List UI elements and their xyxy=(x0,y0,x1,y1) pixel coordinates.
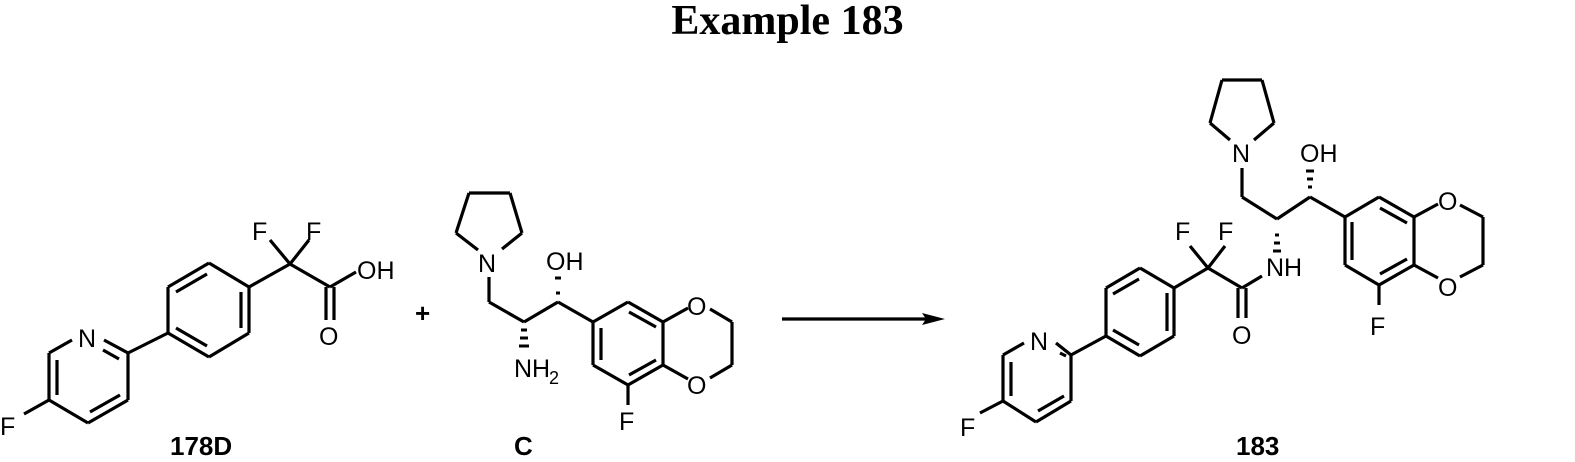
atom-N: N xyxy=(478,250,496,278)
atom-F: F xyxy=(1370,313,1385,341)
atom-N: N xyxy=(78,325,96,353)
compound-label-183: 183 xyxy=(1236,431,1279,461)
atom-N: N xyxy=(1232,140,1250,168)
page-title: Example 183 xyxy=(671,0,904,44)
atom-OH: OH xyxy=(1300,140,1338,168)
atom-F: F xyxy=(960,414,975,442)
atom-F: F xyxy=(0,413,15,441)
atom-O: O xyxy=(1232,322,1251,350)
atom-F: F xyxy=(1218,218,1233,246)
compound-C: N NH 2 OH F O O C xyxy=(454,191,734,461)
atom-OH: OH xyxy=(357,257,395,285)
atom-O: O xyxy=(1438,274,1457,302)
atom-N: N xyxy=(1030,328,1048,356)
compound-label-C: C xyxy=(514,431,533,461)
atom-F: F xyxy=(1175,218,1190,246)
atom-NH2: NH xyxy=(514,355,550,383)
reaction-arrow xyxy=(782,313,945,325)
atom-NH: NH xyxy=(1266,254,1302,282)
plus-sign: + xyxy=(415,298,430,328)
atom-F: F xyxy=(306,218,321,246)
atom-F: F xyxy=(252,218,267,246)
compound-178D: N F F F OH O 178D xyxy=(0,218,395,461)
atom-O: O xyxy=(687,372,706,400)
compound-183: N F F F O NH N xyxy=(960,78,1485,461)
atom-O: O xyxy=(1438,188,1457,216)
atom-F: F xyxy=(619,408,634,436)
subscript-2: 2 xyxy=(549,368,559,388)
atom-O: O xyxy=(319,323,338,351)
compound-label-178D: 178D xyxy=(170,431,232,461)
atom-OH: OH xyxy=(546,248,584,276)
atom-O: O xyxy=(687,293,706,321)
